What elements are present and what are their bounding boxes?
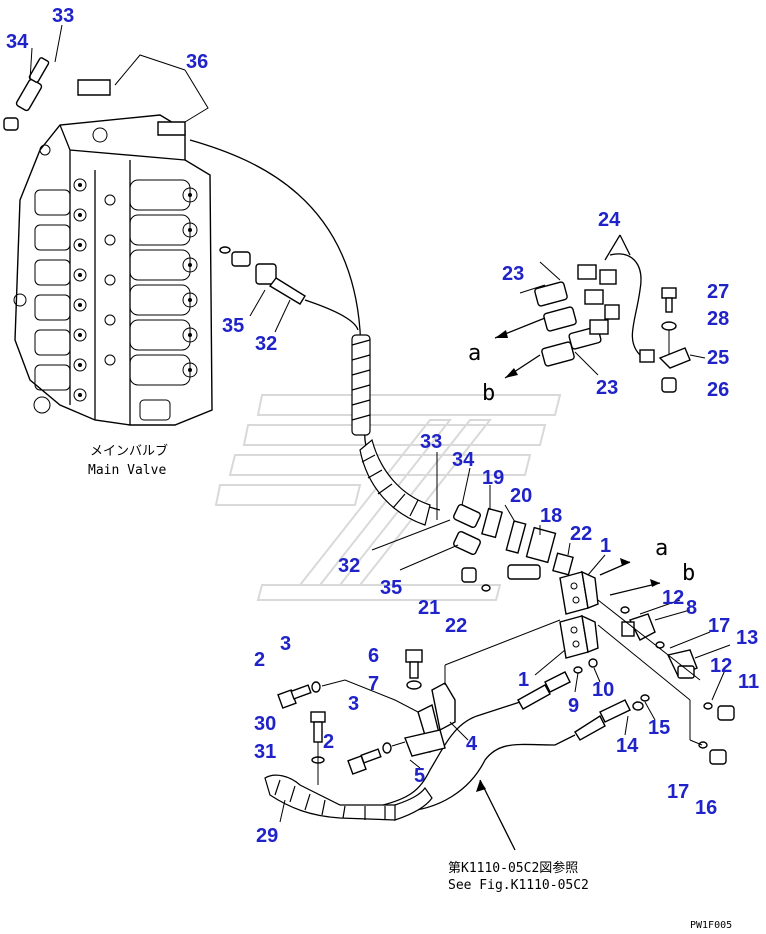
fittings-middle	[453, 503, 574, 592]
drawing-code: PW1F005	[690, 920, 732, 931]
elbow-8	[621, 613, 656, 641]
bolt-27	[661, 287, 677, 313]
bolt-6	[405, 649, 423, 679]
main-valve-label-en: Main Valve	[88, 463, 166, 478]
spacer-26	[661, 377, 677, 393]
callout-21: 21	[418, 597, 440, 619]
main-valve-assembly	[13, 114, 213, 426]
manifold-block-1-top	[559, 570, 599, 615]
callout-17-top: 17	[708, 615, 730, 637]
callout-29: 29	[256, 825, 278, 847]
elbow-13	[666, 649, 698, 679]
washer-28	[661, 321, 677, 331]
see-fig-label-en: See Fig.K1110-05C2	[448, 878, 589, 893]
hose-lower-a	[369, 701, 521, 809]
callout-12-bottom: 12	[710, 655, 732, 677]
oring-12b	[703, 702, 713, 710]
connector-23-group	[534, 264, 655, 367]
fitting-35-32-left	[219, 246, 306, 305]
washer-3-lower	[382, 742, 392, 754]
callout-14: 14	[616, 735, 639, 757]
bracket-36	[77, 79, 186, 136]
callout-18: 18	[540, 505, 562, 527]
callout-19: 19	[482, 467, 504, 489]
callout-2-top: 2	[254, 649, 265, 671]
oring-17b	[698, 741, 708, 749]
port-b-label-top: b	[482, 381, 495, 406]
callout-2-bottom: 2	[323, 731, 334, 753]
callout-15: 15	[648, 717, 670, 739]
callout-4: 4	[466, 733, 478, 755]
washer-7	[406, 680, 422, 690]
port-b-label-bottom: b	[682, 561, 695, 586]
oring-17a	[655, 641, 665, 649]
callout-10: 10	[592, 679, 614, 701]
clip-25	[658, 347, 691, 369]
callout-34-top: 34	[6, 31, 29, 53]
see-fig-leader	[479, 779, 516, 851]
plug-11	[717, 705, 735, 721]
callout-23-bottom: 23	[596, 377, 618, 399]
callout-30: 30	[254, 713, 276, 735]
callout-22-bottom: 22	[445, 615, 467, 637]
hose-fitting-14	[574, 694, 650, 741]
callout-7: 7	[368, 673, 379, 695]
callout-1-bottom: 1	[518, 669, 529, 691]
callout-20: 20	[510, 485, 532, 507]
harness-24	[609, 253, 642, 356]
callout-31: 31	[254, 741, 276, 763]
callout-36: 36	[186, 51, 208, 73]
callout-3-top: 3	[280, 633, 291, 655]
callout-13: 13	[736, 627, 758, 649]
callout-33-mid: 33	[420, 431, 442, 453]
callout-25: 25	[707, 347, 729, 369]
callout-35-mid: 35	[380, 577, 402, 599]
hose-spiral-29	[264, 774, 433, 821]
bolt-2-upper	[277, 684, 312, 709]
callout-32-left: 32	[255, 333, 277, 355]
oring-10	[588, 658, 598, 668]
callout-28: 28	[707, 308, 729, 330]
bracket-4	[404, 682, 456, 757]
callout-6: 6	[368, 645, 379, 667]
callout-35-left: 35	[222, 315, 244, 337]
port-a-label-bottom: a	[655, 536, 668, 561]
bolt-2-lower	[347, 748, 382, 775]
hose-fitting-1-lower	[517, 666, 583, 710]
main-valve-label-jp: メインバルブ	[90, 443, 168, 459]
fitting-34-top	[3, 57, 50, 131]
callout-16: 16	[695, 797, 717, 819]
callout-32-mid: 32	[338, 555, 360, 577]
callout-1-top: 1	[600, 535, 611, 557]
callout-33-top: 33	[52, 5, 74, 27]
callout-17-bottom: 17	[667, 781, 689, 803]
hose-spiral-wrap	[351, 334, 431, 526]
oring-12a	[620, 606, 630, 614]
callout-23-top: 23	[502, 263, 524, 285]
callout-22-top: 22	[570, 523, 592, 545]
callout-5: 5	[414, 765, 425, 787]
plug-16	[709, 749, 727, 765]
callout-11: 11	[738, 671, 759, 693]
washer-3-upper	[311, 681, 321, 693]
callout-24: 24	[598, 209, 621, 231]
callout-3-bottom: 3	[348, 693, 359, 715]
callout-27: 27	[707, 281, 729, 303]
callout-34-mid: 34	[452, 449, 475, 471]
callout-12-top: 12	[662, 587, 684, 609]
port-a-label-top: a	[468, 341, 481, 366]
see-fig-label-jp: 第K1110-05C2図参照	[448, 860, 578, 876]
callout-8: 8	[686, 597, 697, 619]
callout-9: 9	[568, 695, 579, 717]
manifold-block-1-bottom	[559, 614, 599, 659]
callout-26: 26	[707, 379, 729, 401]
